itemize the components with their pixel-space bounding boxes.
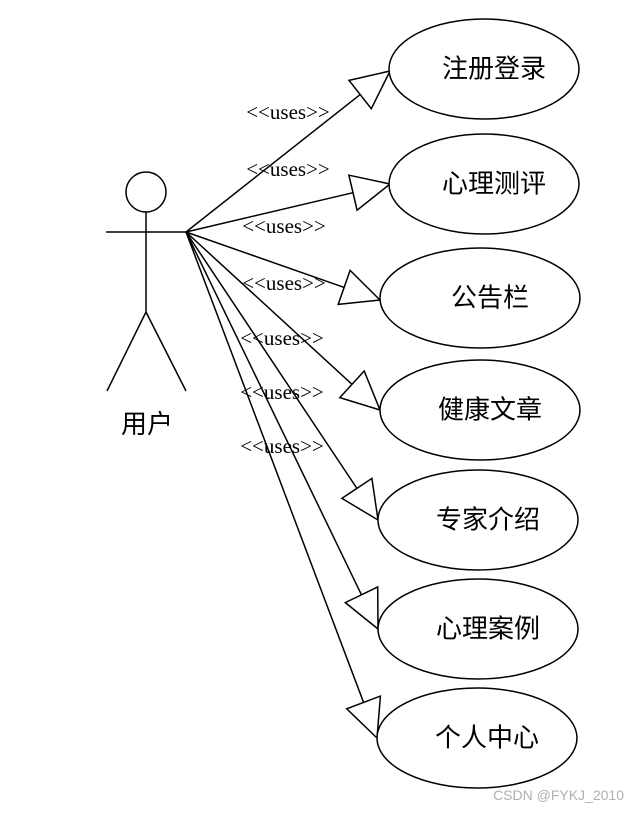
uses-stereotype-label: <<uses>> — [246, 157, 330, 181]
use-case-ellipse — [388, 18, 580, 120]
uses-connector-line — [185, 231, 365, 703]
use-case-ellipse — [379, 247, 581, 349]
uses-arrowhead — [347, 174, 392, 212]
actor-right-leg — [145, 311, 187, 392]
actor-head — [125, 171, 167, 213]
use-case-label: 健康文章 — [438, 396, 542, 426]
actor-user: 用户 — [106, 171, 187, 440]
uses-connector-line — [185, 191, 354, 233]
uses-stereotype-label: <<uses>> — [240, 434, 324, 458]
uses-connector-line — [185, 231, 358, 489]
use-case-label: 心理测评 — [442, 170, 546, 200]
uses-arrowhead — [345, 694, 382, 740]
use-case-label: 注册登录 — [442, 55, 546, 85]
uses-arrowhead — [347, 69, 392, 111]
use-case-ellipse — [377, 578, 579, 680]
use-case-label: 公告栏 — [451, 284, 529, 314]
uses-connector-line — [185, 231, 363, 596]
uses-arrowhead — [340, 477, 379, 522]
actor-label: 用户 — [121, 410, 173, 440]
uses-connector-line — [185, 93, 361, 233]
use-case-ellipse — [376, 687, 578, 789]
uses-stereotype-label: <<uses>> — [240, 326, 324, 350]
use-case-label: 专家介绍 — [436, 506, 540, 536]
uses-stereotype-label: <<uses>> — [242, 214, 326, 238]
uses-arrowhead — [338, 369, 382, 412]
uses-stereotype-label: <<uses>> — [242, 271, 326, 295]
uses-connector-line — [185, 231, 345, 289]
connectors: <<uses>> <<uses>> <<uses>> <<uses>> <<uses>>… — [185, 69, 392, 740]
uses-arrowhead — [337, 269, 382, 306]
uses-connector-line — [185, 231, 353, 385]
actor-left-leg — [106, 311, 147, 392]
watermark: CSDN @FYKJ_2010 — [493, 787, 624, 803]
uses-stereotype-label: <<uses>> — [246, 100, 330, 124]
use-case-label: 个人中心 — [435, 724, 539, 754]
use-case-label: 心理案例 — [436, 615, 540, 645]
use-case-ellipse — [379, 359, 581, 461]
use-case-ellipse — [388, 133, 580, 235]
use-case-ellipse — [377, 469, 579, 571]
uses-stereotype-label: <<uses>> — [240, 380, 324, 404]
uses-arrowhead — [343, 585, 379, 631]
